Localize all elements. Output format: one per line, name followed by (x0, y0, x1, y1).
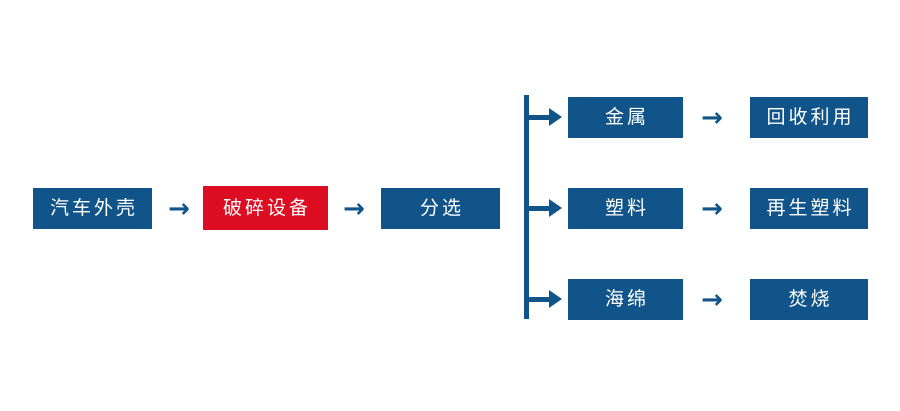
branch-arrow-icon-metal (528, 108, 562, 126)
branch-stem-plastic (528, 205, 550, 211)
node-recycling-reuse[interactable]: 回收利用 (750, 97, 868, 138)
branch-head-plastic (549, 199, 562, 217)
node-recycled-plastic[interactable]: 再生塑料 (750, 188, 868, 229)
branch-stem-metal (528, 114, 550, 120)
branch-stem-sponge (528, 296, 550, 302)
branch-head-metal (549, 108, 562, 126)
arrow-right-icon-metal-to-recycle: → (701, 102, 723, 133)
node-incineration[interactable]: 焚烧 (750, 279, 868, 320)
node-sorting[interactable]: 分选 (381, 188, 500, 229)
node-crushing-equipment[interactable]: 破碎设备 (203, 186, 328, 230)
arrow-right-icon-shell-to-crusher: → (168, 193, 190, 224)
arrow-right-icon-crusher-to-sorting: → (343, 193, 365, 224)
arrow-right-icon-plastic-to-recycled-plastic: → (701, 193, 723, 224)
node-plastic[interactable]: 塑料 (568, 188, 683, 229)
node-automobile-shell[interactable]: 汽车外壳 (33, 188, 152, 229)
arrow-right-icon-sponge-to-incineration: → (701, 284, 723, 315)
branch-head-sponge (549, 290, 562, 308)
branch-arrow-icon-plastic (528, 199, 562, 217)
branch-trunk-line (524, 95, 529, 319)
node-metal[interactable]: 金属 (568, 97, 683, 138)
branch-arrow-icon-sponge (528, 290, 562, 308)
node-sponge[interactable]: 海绵 (568, 279, 683, 320)
